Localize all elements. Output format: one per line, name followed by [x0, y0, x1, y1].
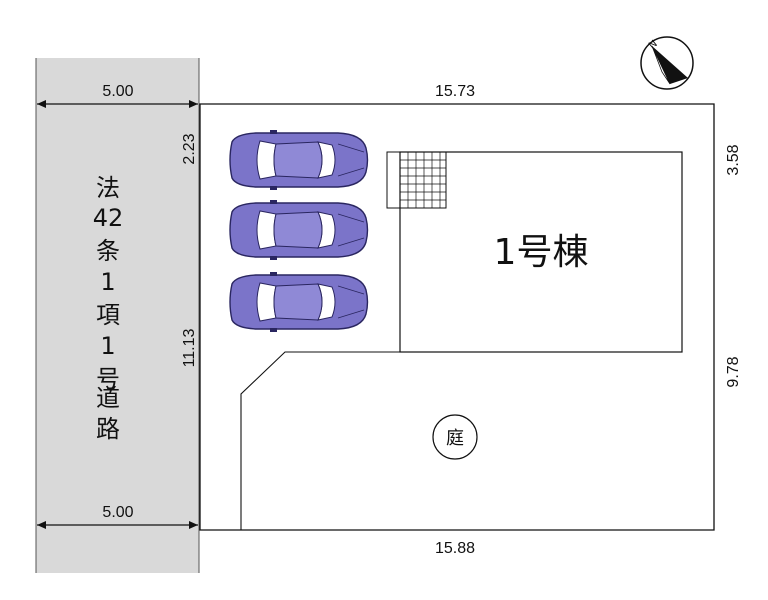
road-label-line: 道	[96, 384, 120, 412]
car-icon	[229, 129, 369, 191]
road-label-line: 1	[100, 268, 115, 296]
lot-boundary	[199, 103, 715, 531]
road-label-line: 項	[96, 301, 120, 329]
lot-right-upper: 3.58	[725, 144, 742, 175]
road-label-line: 路	[96, 415, 120, 443]
road-area	[36, 58, 199, 573]
road-width-label-top: 5.00	[102, 83, 133, 100]
car-icon	[229, 199, 369, 261]
car-icon	[229, 271, 369, 333]
garden-marker	[432, 414, 478, 460]
house-1-label: 1号棟	[494, 232, 589, 273]
entrance-grid	[386, 151, 447, 209]
parking-area	[229, 129, 369, 333]
lot-left-lower: 11.13	[181, 328, 198, 367]
garden-label: 庭	[446, 428, 464, 449]
road-width-label-bottom: 5.00	[102, 504, 133, 521]
lot-right-lower: 9.78	[725, 356, 742, 387]
road-label-line: 42	[93, 204, 124, 232]
garden-boundary	[240, 351, 400, 530]
road-label-line: 法	[96, 174, 120, 202]
road-label: 法 42 条 1 項 1 号 道 路	[93, 174, 124, 443]
road-label-line: 条	[96, 237, 120, 265]
lot-left-upper: 2.23	[181, 133, 198, 164]
lot-bottom-width: 15.88	[435, 540, 475, 557]
house-1-footprint	[399, 151, 683, 353]
north-arrow-icon: N	[640, 36, 694, 90]
road-label-line: 1	[100, 332, 115, 360]
lot-top-width: 15.73	[435, 83, 475, 100]
road-label-line: 号	[96, 365, 120, 393]
